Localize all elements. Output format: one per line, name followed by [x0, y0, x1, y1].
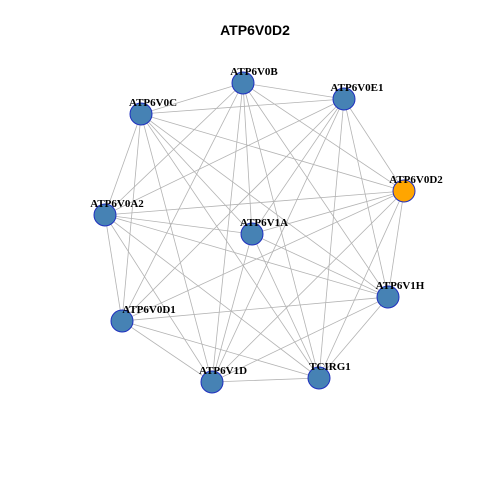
edge-atp6v0d2-atp6v0d1 — [121, 190, 405, 322]
edge-atp6v1a-atp6v1h — [251, 233, 389, 298]
edge-atp6v0d2-atp6v1d — [211, 190, 405, 383]
edge-atp6v0c-atp6v1d — [140, 113, 213, 383]
node-atp6v0b[interactable] — [231, 71, 255, 95]
edge-atp6v0b-atp6v1h — [242, 82, 389, 298]
edge-atp6v0b-atp6v0a2 — [104, 82, 244, 216]
node-atp6v0c[interactable] — [129, 102, 153, 126]
edge-atp6v0c-atp6v0d1 — [121, 113, 142, 322]
node-atp6v0a2[interactable] — [93, 203, 117, 227]
node-atp6v1h[interactable] — [376, 285, 400, 309]
edge-atp6v0b-tcirg1 — [242, 82, 320, 379]
edge-atp6v0c-atp6v0a2 — [104, 113, 142, 216]
edge-atp6v0e1-atp6v0a2 — [104, 98, 345, 216]
edge-atp6v0a2-atp6v1d — [104, 214, 213, 383]
edge-atp6v0b-atp6v0d2 — [242, 82, 405, 192]
node-label-atp6v0d1: ATP6V0D1 — [122, 304, 176, 316]
edge-atp6v0a2-atp6v1a — [104, 214, 253, 235]
edge-atp6v0a2-atp6v0d2 — [104, 190, 405, 216]
node-label-atp6v0b: ATP6V0B — [230, 66, 278, 78]
node-tcirg1[interactable] — [307, 366, 331, 390]
edge-atp6v0e1-atp6v0d1 — [121, 98, 345, 322]
node-label-atp6v0d2: ATP6V0D2 — [389, 174, 443, 186]
edge-atp6v0d1-tcirg1 — [121, 320, 320, 379]
node-layer — [93, 71, 416, 394]
edge-atp6v0c-atp6v1a — [140, 113, 253, 235]
edge-atp6v0a2-atp6v0d1 — [104, 214, 123, 322]
node-atp6v1d[interactable] — [200, 370, 224, 394]
edge-atp6v0e1-atp6v0d2 — [343, 98, 405, 192]
edge-atp6v0d2-atp6v1a — [251, 190, 405, 235]
edge-atp6v0e1-atp6v1d — [211, 98, 345, 383]
edge-atp6v0e1-tcirg1 — [318, 98, 345, 379]
edge-atp6v0e1-atp6v1h — [343, 98, 389, 298]
node-label-tcirg1: TCIRG1 — [309, 361, 351, 373]
node-atp6v0e1[interactable] — [332, 87, 356, 111]
edge-atp6v0b-atp6v1a — [242, 82, 253, 235]
node-label-atp6v1d: ATP6V1D — [199, 365, 247, 377]
node-label-atp6v1a: ATP6V1A — [240, 217, 288, 229]
edge-atp6v0a2-atp6v1h — [104, 214, 389, 298]
edge-atp6v0e1-atp6v0c — [140, 98, 345, 115]
node-label-atp6v0e1: ATP6V0E1 — [331, 82, 384, 94]
node-label-atp6v0c: ATP6V0C — [129, 97, 177, 109]
node-atp6v1a[interactable] — [240, 222, 264, 246]
edge-atp6v0d2-atp6v1h — [387, 190, 405, 298]
edge-atp6v0b-atp6v0c — [140, 82, 244, 115]
edge-atp6v1h-tcirg1 — [318, 296, 389, 379]
edge-atp6v0e1-atp6v1a — [251, 98, 345, 235]
edge-atp6v1d-tcirg1 — [211, 377, 320, 383]
edge-atp6v0b-atp6v1d — [211, 82, 244, 383]
node-label-atp6v1h: ATP6V1H — [376, 280, 425, 292]
edge-atp6v0d1-atp6v1d — [121, 320, 213, 383]
edge-atp6v1h-atp6v0d1 — [121, 296, 389, 322]
node-label-atp6v0a2: ATP6V0A2 — [90, 198, 144, 210]
edge-atp6v0c-tcirg1 — [140, 113, 320, 379]
edge-atp6v1a-atp6v1d — [211, 233, 253, 383]
edge-atp6v1h-atp6v1d — [211, 296, 389, 383]
edge-layer — [104, 82, 405, 383]
edge-atp6v0a2-tcirg1 — [104, 214, 320, 379]
node-atp6v0d2[interactable] — [392, 179, 416, 203]
edge-atp6v0b-atp6v0d1 — [121, 82, 244, 322]
edge-atp6v0b-atp6v0e1 — [242, 82, 345, 100]
edge-atp6v0c-atp6v1h — [140, 113, 389, 298]
edge-atp6v0c-atp6v0d2 — [140, 113, 405, 192]
graph-title: ATP6V0D2 — [220, 22, 290, 38]
node-atp6v0d1[interactable] — [110, 309, 134, 333]
